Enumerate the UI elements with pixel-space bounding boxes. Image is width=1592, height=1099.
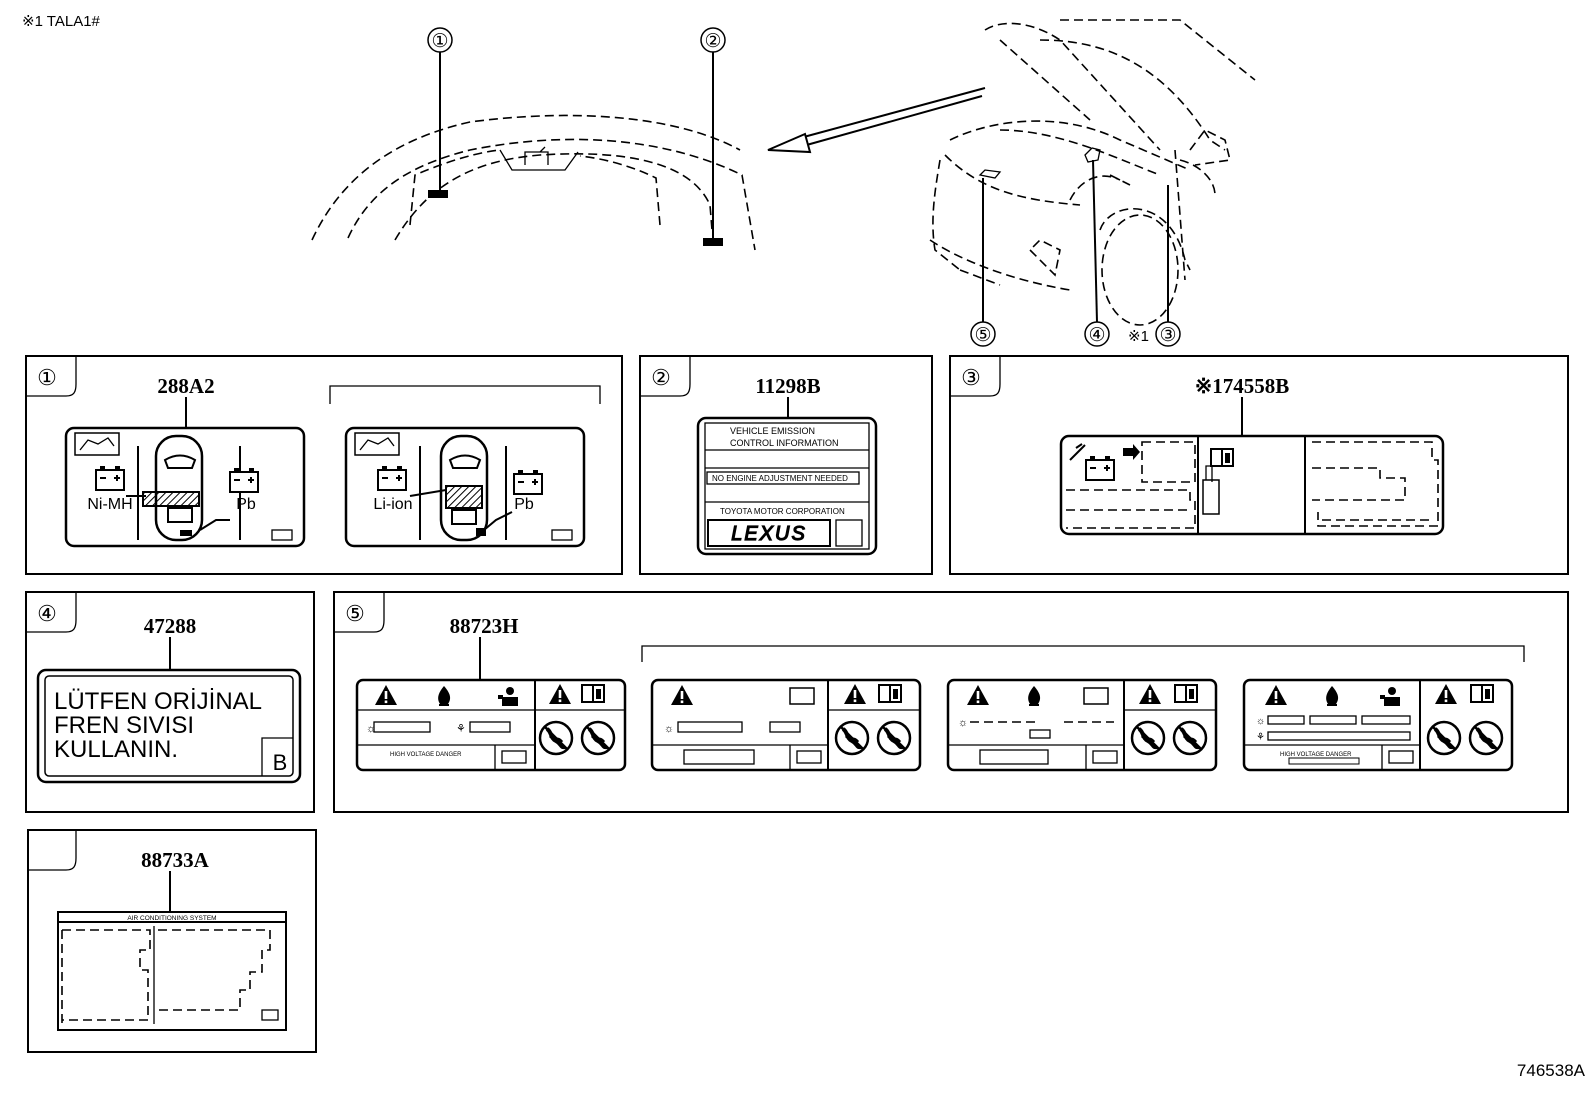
brake-line-3: KULLANIN. xyxy=(54,736,178,763)
emission-line-1: VEHICLE EMISSION xyxy=(730,426,815,436)
callout-4: ④ xyxy=(1088,325,1105,346)
label-88733a-aircon: AIR CONDITIONING SYSTEM xyxy=(57,911,287,1031)
emission-line-2: CONTROL INFORMATION xyxy=(730,438,839,448)
label-288a2-liion: Li-ion Pb xyxy=(344,426,586,548)
callout-note-mark: ※1 xyxy=(1128,328,1149,345)
aircon-title: AIR CONDITIONING SYSTEM xyxy=(127,915,216,922)
panel-2: ② 11298B VEHICLE EMISSION CONTROL INFORM… xyxy=(639,355,933,575)
label-location-2 xyxy=(703,238,723,246)
label-location-1 xyxy=(428,190,448,198)
view-direction-arrow xyxy=(767,87,986,154)
brake-line-1: LÜTFEN ORİJİNAL xyxy=(54,688,262,715)
panel-3: ③ ※174558B xyxy=(949,355,1569,575)
panel-5-badge: ⑤ xyxy=(345,601,365,626)
svg-text:☼: ☼ xyxy=(366,723,376,735)
panel-1-part-number: 288A2 xyxy=(157,374,214,398)
callout-3: ③ xyxy=(1159,325,1176,346)
header-note: ※1 TALA1# xyxy=(22,13,101,30)
panel-3-part-number: ※174558B xyxy=(1195,374,1290,398)
panel-2-part-number: 11298B xyxy=(755,374,820,398)
svg-text:☼: ☼ xyxy=(1256,716,1265,727)
panel-2-badge: ② xyxy=(651,365,671,390)
v1-small-text: HIGH VOLTAGE DANGER xyxy=(390,752,462,758)
panel-6: 88733A AIR CONDITIONING SYSTEM xyxy=(27,829,317,1053)
vehicle-front-view: ⑤ ④ ※1 ③ xyxy=(929,19,1256,347)
svg-text:☼: ☼ xyxy=(664,723,674,735)
label-88723h-variant-3: ☼ xyxy=(946,678,1218,772)
label-b-right-battery: Pb xyxy=(514,496,534,513)
svg-text:⚘: ⚘ xyxy=(1256,732,1265,743)
callout-2: ② xyxy=(704,31,721,52)
callout-1: ① xyxy=(431,31,448,52)
label-11298b-emission: VEHICLE EMISSION CONTROL INFORMATION NO … xyxy=(696,416,878,556)
diagram-code: 746538A xyxy=(1517,1061,1586,1080)
label-288a2-nimh: Ni-MH Pb xyxy=(64,426,306,548)
panel-1: ① 288A2 Ni-MH Pb xyxy=(25,355,623,575)
label-88723h-variant-4: ☼ ⚘ HIGH VOLTAGE DANGER xyxy=(1242,678,1514,772)
panel-4: ④ 47288 LÜTFEN ORİJİNAL FREN SIVISI KULL… xyxy=(25,591,315,813)
panel-1-badge: ① xyxy=(37,365,57,390)
label-b-left-battery: Li-ion xyxy=(373,496,412,513)
label-74558b-battery xyxy=(1059,434,1445,536)
panel-6-part-number: 88733A xyxy=(141,848,210,872)
label-88723h-variant-1: ☼ ⚘ HIGH VOLTAGE DANGER xyxy=(355,678,627,772)
label-47288-brake-fluid: LÜTFEN ORİJİNAL FREN SIVISI KULLANIN. B xyxy=(36,668,302,784)
panel-3-badge: ③ xyxy=(961,365,981,390)
emission-brand: LEXUS xyxy=(731,523,807,545)
callout-5: ⑤ xyxy=(974,325,991,346)
label-a-right-battery: Pb xyxy=(236,496,256,513)
svg-text:⚘: ⚘ xyxy=(456,723,466,735)
emission-line-4: TOYOTA MOTOR CORPORATION xyxy=(720,507,845,516)
brake-line-2: FREN SIVISI xyxy=(54,712,194,739)
panel-4-part-number: 47288 xyxy=(144,614,197,638)
emission-line-3: NO ENGINE ADJUSTMENT NEEDED xyxy=(712,474,848,483)
label-88723h-variant-2: ☼ xyxy=(650,678,922,772)
v4-small-text: HIGH VOLTAGE DANGER xyxy=(1280,752,1352,758)
panel-5-part-number: 88723H xyxy=(450,614,519,638)
panel-4-badge: ④ xyxy=(37,601,57,626)
label-a-left-battery: Ni-MH xyxy=(87,496,132,513)
hood-underside-view: ① ② xyxy=(311,27,756,251)
svg-text:☼: ☼ xyxy=(958,717,968,729)
brake-corner-letter: B xyxy=(273,750,288,775)
panel-5: ⑤ 88723H ☼ ⚘ HIGH VOLTAGE DANGER xyxy=(333,591,1569,813)
